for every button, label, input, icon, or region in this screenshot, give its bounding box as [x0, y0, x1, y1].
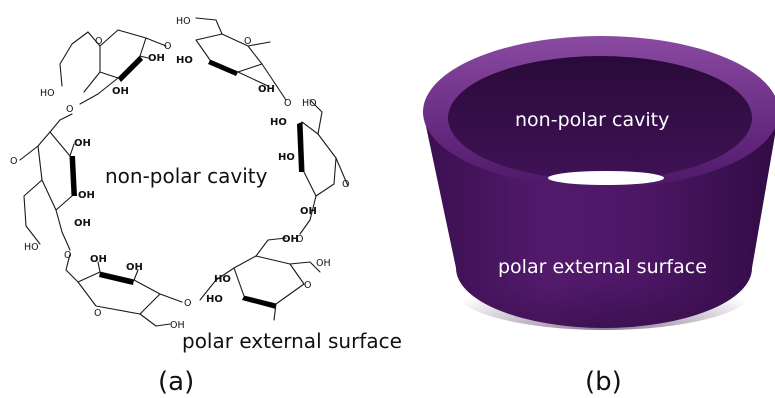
atom-o: O: [304, 280, 311, 291]
glucose-unit-4: OH OH HO O HO O: [184, 234, 331, 321]
atom-ho: HO: [40, 88, 55, 99]
atom-oh: OH: [148, 53, 165, 64]
atom-oh: OH: [74, 138, 91, 149]
atom-oh: OH: [170, 320, 185, 331]
atom-o: O: [66, 104, 73, 115]
atom-ho: HO: [176, 55, 193, 66]
cone-bottom-opening: [548, 171, 664, 185]
atom-ho: HO: [176, 16, 191, 27]
cavity-label-a: non-polar cavity: [105, 164, 268, 188]
atom-o: O: [184, 298, 191, 309]
atom-o: O: [342, 179, 349, 190]
atom-o: O: [164, 41, 171, 52]
atom-oh: OH: [112, 86, 129, 97]
atom-oh: OH: [78, 190, 95, 201]
atom-ho: HO: [270, 117, 287, 128]
glucose-unit-2: HO O HO OH O: [176, 16, 291, 109]
glucose-unit-3: HO HO HO O OH O: [270, 98, 349, 245]
caption-a: (a): [158, 367, 194, 397]
atom-oh: OH: [126, 262, 143, 273]
atom-oh: OH: [258, 84, 275, 95]
surface-label-a: polar external surface: [182, 329, 402, 353]
atom-ho: HO: [24, 242, 39, 253]
atom-o: O: [95, 36, 102, 47]
atom-oh: OH: [282, 234, 299, 245]
atom-o: O: [64, 250, 71, 261]
atom-o: O: [10, 156, 17, 167]
atom-o: O: [296, 234, 303, 245]
atom-oh: OH: [90, 254, 107, 265]
surface-label-b: polar external surface: [498, 256, 707, 278]
glucose-unit-5: OH OH O OH O: [64, 250, 185, 331]
panel-b-cone: non-polar cavity polar external surface …: [423, 36, 775, 397]
atom-o: O: [94, 308, 101, 319]
caption-b: (b): [585, 367, 622, 397]
atom-oh: OH: [300, 206, 317, 217]
cavity-label-b: non-polar cavity: [515, 109, 669, 131]
glucose-unit-1: O O OH OH HO O: [40, 29, 171, 115]
atom-ho: HO: [206, 294, 223, 305]
atom-ho: HO: [302, 98, 317, 109]
atom-o: O: [284, 98, 291, 109]
atom-ho: HO: [278, 152, 295, 163]
atom-ho: HO: [214, 274, 231, 285]
glucose-unit-6: OH OH OH O HO: [10, 113, 95, 253]
cone-inner-wall: [448, 56, 752, 180]
atom-oh: OH: [316, 258, 331, 269]
panel-a-structure: O O OH OH HO O HO O HO OH O: [10, 16, 402, 397]
atom-o: O: [244, 36, 251, 47]
atom-oh: OH: [74, 218, 91, 229]
